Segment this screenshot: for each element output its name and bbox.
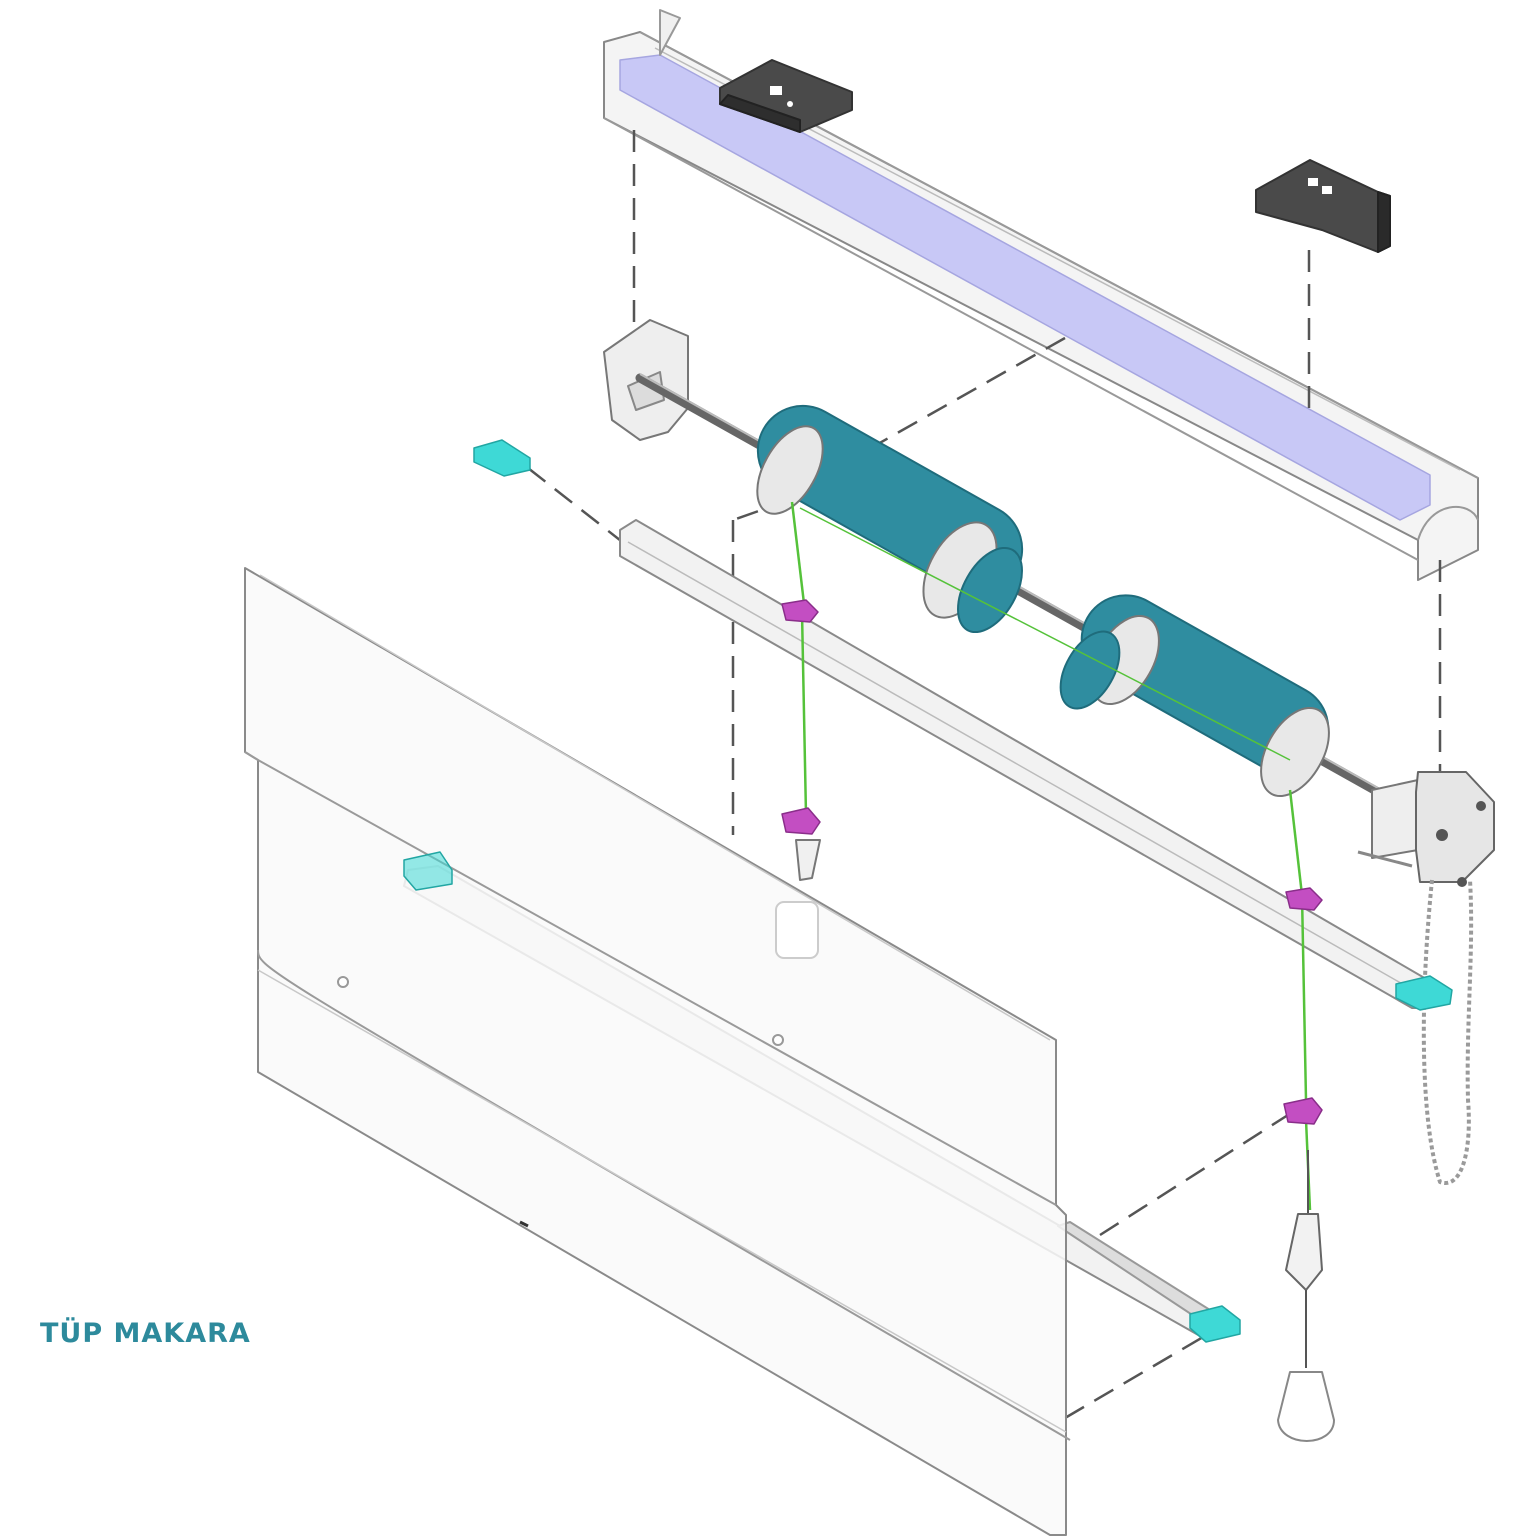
tube-spool-right bbox=[1059, 594, 1330, 798]
product-caption: TÜP MAKARA bbox=[40, 1318, 251, 1349]
end-bracket-icon bbox=[1255, 159, 1391, 253]
chain-control-icon bbox=[1357, 771, 1495, 1185]
cord-clips bbox=[781, 599, 1323, 1125]
tube-spool-left bbox=[756, 404, 1024, 634]
lift-cords bbox=[790, 501, 1312, 1211]
end-caps bbox=[403, 439, 1453, 1343]
cord-weight-icon bbox=[775, 839, 1335, 1442]
blind-fabric bbox=[244, 567, 1071, 1536]
mounting-bracket-icon bbox=[719, 59, 853, 133]
